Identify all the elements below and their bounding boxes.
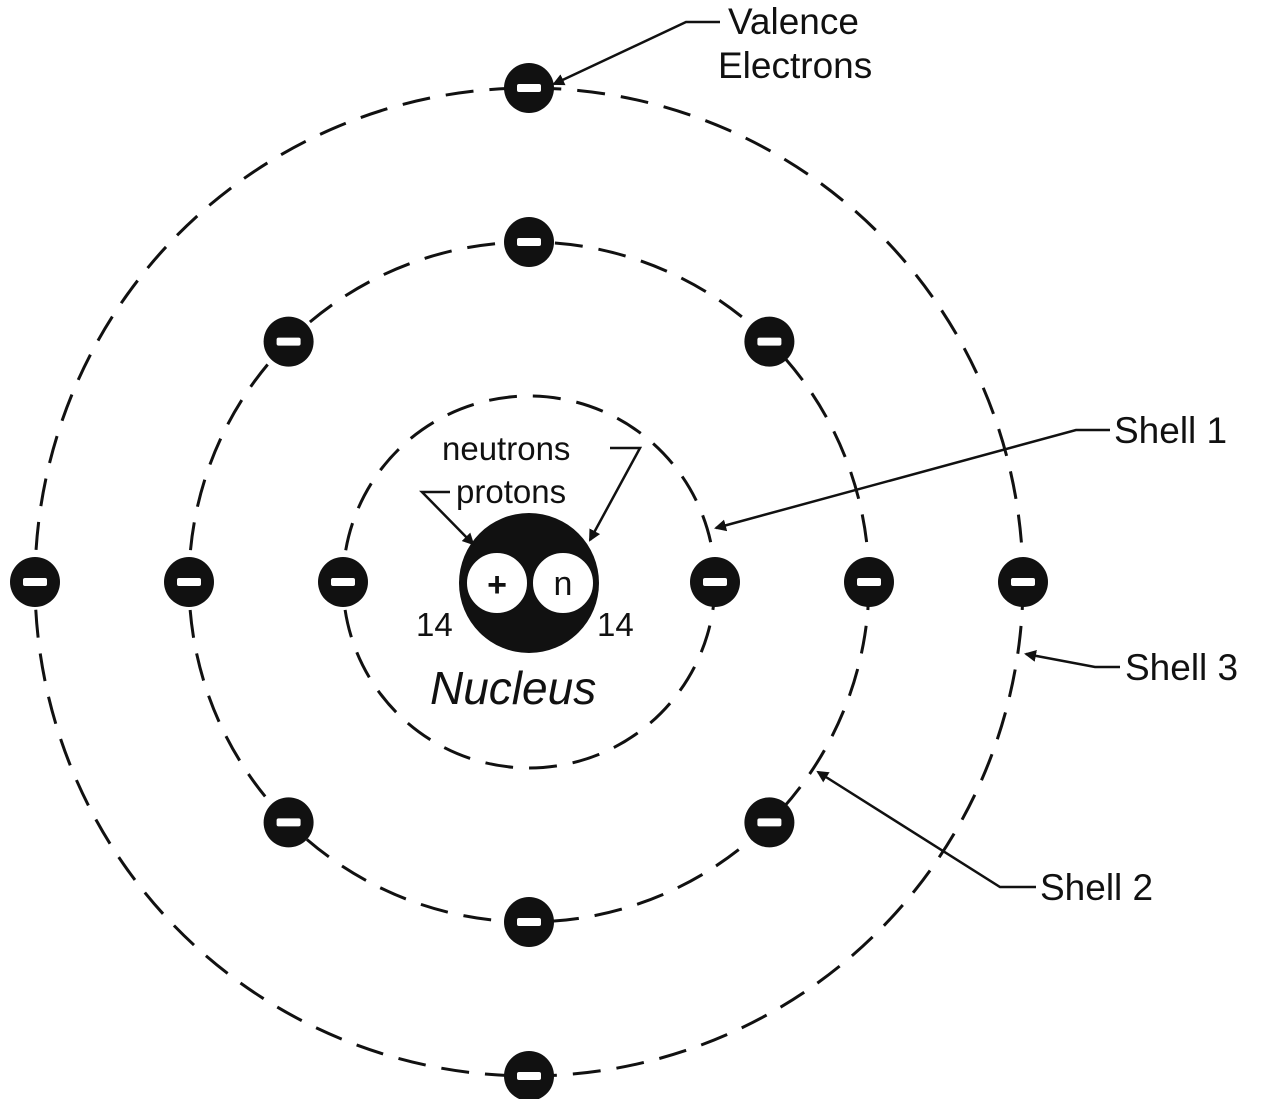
minus-sign [1011, 578, 1035, 586]
valence-label-line-2: Electrons [718, 45, 872, 86]
electrons [10, 63, 1048, 1099]
neutrons-label: neutrons [442, 430, 570, 467]
electron-shell-2 [504, 897, 554, 947]
neutron-count: 14 [597, 606, 634, 643]
nucleus: + n [459, 513, 599, 653]
minus-sign [517, 1072, 541, 1080]
electron-shell-2 [744, 316, 795, 367]
shell-2-leader [816, 770, 1036, 889]
electron-shell-2 [263, 797, 314, 848]
electron-shell-3 [998, 557, 1048, 607]
electron-shell-3 [504, 63, 554, 113]
electron-shell-2 [744, 797, 795, 848]
minus-sign [331, 578, 355, 586]
shell-2-label: Shell 2 [1040, 867, 1153, 908]
electron-shell-2 [164, 557, 214, 607]
minus-sign [517, 84, 541, 92]
minus-sign [517, 918, 541, 926]
electron-shell-2 [844, 557, 894, 607]
minus-sign [757, 337, 782, 346]
minus-sign [857, 578, 881, 586]
electron-shell-2 [263, 316, 314, 367]
proton-count: 14 [416, 606, 453, 643]
valence-label-line-1: Valence [728, 1, 859, 42]
minus-sign [757, 818, 782, 827]
shell-1-label: Shell 1 [1114, 410, 1227, 451]
minus-sign [177, 578, 201, 586]
minus-sign [23, 578, 47, 586]
electron-shell-2 [504, 217, 554, 267]
shell-3-leader [1024, 649, 1120, 669]
nucleus-label: Nucleus [430, 662, 596, 714]
protons-leader [419, 490, 475, 546]
shell-3-label: Shell 3 [1125, 647, 1238, 688]
minus-sign [703, 578, 727, 586]
valence-leader [552, 20, 720, 86]
neutron-symbol: n [554, 565, 573, 603]
neutrons-leader [588, 446, 643, 542]
protons-label: protons [456, 473, 566, 510]
neutron-circle [531, 551, 595, 615]
electron-shell-3 [504, 1051, 554, 1099]
minus-sign [517, 238, 541, 246]
proton-circle [465, 551, 529, 615]
minus-sign [276, 337, 301, 346]
proton-symbol: + [487, 566, 507, 604]
minus-sign [276, 818, 301, 827]
electron-shell-1 [318, 557, 368, 607]
shell-1-leader [714, 428, 1110, 532]
electron-shell-3 [10, 557, 60, 607]
electron-shell-1 [690, 557, 740, 607]
